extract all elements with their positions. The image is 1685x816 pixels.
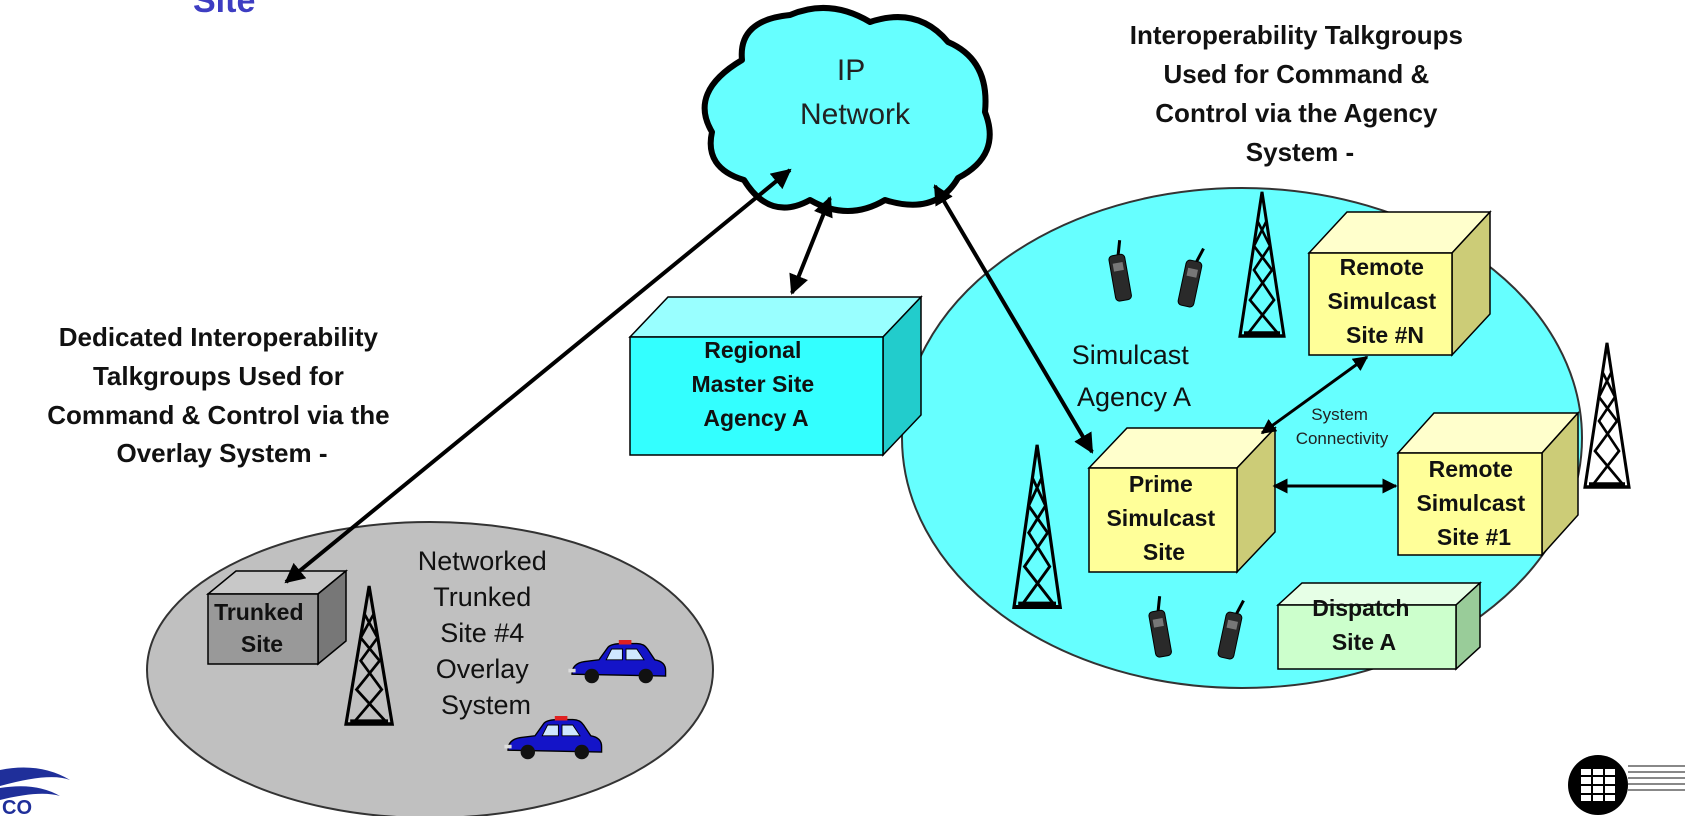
trunked-site-label: Trunked Site [214, 599, 310, 657]
overlay-system-note: Dedicated Interoperability Talkgroups Us… [47, 322, 397, 468]
remote-simulcast-site-1-box: Remote Simulcast Site #1 [1396, 411, 1580, 557]
regional-master-site-box: Regional Master Site Agency A [628, 295, 923, 457]
regional-link-arrow [789, 196, 833, 295]
overlay-link-arrow [284, 168, 792, 584]
dispatch-site-box: Dispatch Site A [1276, 581, 1482, 671]
trunked-site-box: Trunked Site [205, 569, 349, 666]
prime-simulcast-site-label: Prime Simulcast Site [1106, 471, 1221, 565]
prime-simulcast-site-box: Prime Simulcast Site [1087, 426, 1277, 574]
remote-simulcast-site-n-box: Remote Simulcast Site #N [1307, 210, 1492, 357]
remote-simulcast-site-n-label: Remote Simulcast Site #N [1327, 254, 1442, 348]
svg-text:CO: CO [2, 797, 32, 816]
left-logo-icon: CO [0, 767, 70, 816]
regional-master-site-label: Regional Master Site Agency A [691, 337, 820, 431]
prime-link-arrow [933, 184, 1094, 454]
dispatch-site-label: Dispatch Site A [1312, 595, 1416, 655]
tower-icon [1585, 343, 1629, 487]
remote-simulcast-site-1-label: Remote Simulcast Site #1 [1416, 456, 1531, 550]
agency-system-note: Interoperability Talkgroups Used for Com… [1130, 20, 1470, 167]
ip-network-label: IP Network [800, 54, 911, 131]
prime-to-remote-n-arrow [1260, 355, 1369, 435]
right-logo-icon [1568, 755, 1685, 815]
page-title: Site [193, 0, 255, 20]
